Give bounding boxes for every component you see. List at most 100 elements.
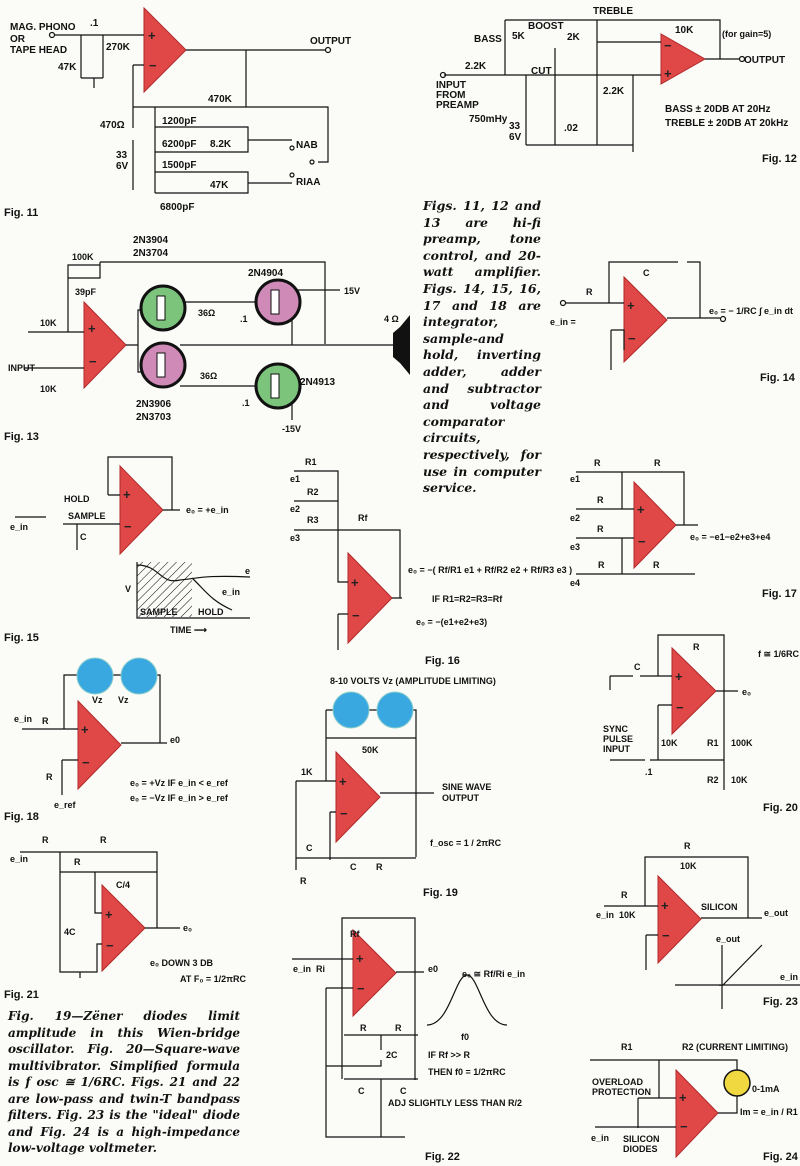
fig11-r47k: 47K [58,62,77,73]
svg-text:+: + [148,28,156,43]
fig12-boost: BOOST [528,21,564,32]
fig15-graph-time: TIME ⟶ [170,625,207,635]
opamp [83,300,127,390]
fig19-note: 8-10 VOLTS Vz (AMPLITUDE LIMITING) [330,676,496,686]
fig17-r-2: R [654,458,661,468]
svg-text:−: − [82,755,90,770]
fig11-input-label: MAG. PHONO [10,22,76,33]
fig20-sync-2: PULSE [603,734,633,744]
fig14-integrator: +− R C e_in = e₀ = − 1/RC ∫ e_in dt Fig.… [550,261,796,384]
fig11-r470: 470Ω [100,120,125,131]
fig13-r36a: 36Ω [198,308,215,318]
fig19-output-2: OUTPUT [442,793,480,803]
fig18-caption: Fig. 18 [4,811,39,823]
fig13-r36b: 36Ω [200,371,217,381]
fig17-caption: Fig. 17 [762,588,797,600]
fig17-e2: e2 [570,513,580,523]
opamp [77,699,122,791]
fig16-r1: R1 [305,457,317,467]
fig22-r-2: R [395,1023,402,1033]
fig19-c-2: C [350,862,357,872]
fig17-r-6: R [653,560,660,570]
fig22-cond2: THEN f0 = 1/2πRC [428,1067,506,1077]
fig12-gain-note: (for gain=5) [722,29,771,39]
fig17-formula: e₀ = −e1−e2+e3+e4 [690,532,770,542]
fig16-r2: R2 [307,487,319,497]
fig22-c-2: C [400,1086,407,1096]
fig12-output: OUTPUT [744,55,785,66]
fig17-r-1: R [594,458,601,468]
fig20-r: R [693,642,700,652]
fig22-eo: e0 [428,964,438,974]
fig11-preamp: +− MAG. PHONO OR TAPE HEAD .1 47K 270K O… [4,6,351,219]
fig15-graph-ein: e_in [222,587,240,597]
svg-text:+: + [664,66,672,81]
fig20-r100k: 100K [731,738,753,748]
fig23-r10k-2: 10K [619,910,636,920]
svg-text:−: − [340,806,348,821]
fig12-r2k: 2K [567,32,581,43]
svg-text:−: − [680,1119,688,1134]
fig20-sync-3: INPUT [603,744,631,754]
fig16-r3: R3 [307,515,319,525]
bottom-caption: Fig. 19—Zëner diodes limit amplitude in … [8,1009,240,1155]
fig13-q2: 2N4904 [248,268,283,279]
fig14-c: C [643,268,650,278]
fig22-ein: e_in [293,964,311,974]
fig20-sync: SYNC [603,724,629,734]
fig17-r-5: R [598,560,605,570]
svg-text:+: + [637,502,645,517]
fig24-diodes: SILICON [623,1134,660,1144]
fig22-adj: ADJ SLIGHTLY LESS THAN R/2 [388,1098,522,1108]
svg-text:−: − [124,519,132,534]
opamp [671,646,717,736]
fig11-r470k: 470K [208,94,233,105]
fig13-q3: 2N3906 [136,399,171,410]
fig21-ein: e_in [10,854,28,864]
opamp [660,33,707,85]
fig18-r-1: R [42,716,49,726]
fig22-ri: Ri [316,964,325,974]
fig12-spec-treble: TREBLE ± 20DB AT 20kHz [665,118,788,129]
fig13-c1a: .1 [240,314,248,324]
fig11-r47k2: 47K [210,180,229,191]
fig11-input-label-2: OR [10,34,26,45]
fig14-ein: e_in = [550,317,576,327]
fig19-r1k: 1K [301,767,313,777]
fig19-r50k: 50K [362,745,379,755]
fig11-riaa: RIAA [296,177,320,188]
fig19-c-1: C [306,843,313,853]
fig17-e4: e4 [570,578,580,588]
fig23-axis-ein: e_in [780,972,798,982]
svg-text:+: + [351,575,359,590]
fig24-overload: OVERLOAD [592,1077,644,1087]
svg-text:−: − [106,938,114,953]
fig16-inverting-adder: +− R1 R2 R3 Rf e1 e2 e3 e₀ = −( Rf/R1 e1… [290,457,572,667]
fig24-caption: Fig. 24 [763,1151,799,1163]
fig12-r5k: 5K [512,31,526,42]
fig13-q1-alt: 2N3704 [133,248,168,259]
opamp [335,750,381,844]
fig22-r-1: R [360,1023,367,1033]
svg-text:+: + [661,898,669,913]
fig12-input-2: FROM [436,90,465,101]
fig12-input: INPUT [436,80,466,91]
fig11-c-in: .1 [90,18,99,29]
fig22-peak: e₀ ≅ Rf/Ri e_in [462,969,525,979]
fig23-ein: e_in [596,910,614,920]
svg-text:+: + [339,774,347,789]
opamp [143,6,187,94]
fig13-input: INPUT [8,363,36,373]
fig21-eo: e₀ [183,923,192,933]
fig22-twin-t: +− Rf Ri e_in e0 R R 2C C C ADJ SLIGHTLY… [292,917,525,1163]
opamp [633,480,677,570]
fig11-c1500: 1500pF [162,160,196,171]
fig22-rf: Rf [350,929,360,939]
fig12-treble: TREBLE [593,6,633,17]
fig24-overload-2: PROTECTION [592,1087,651,1097]
fig20-r2v: 10K [731,775,748,785]
fig15-hold: HOLD [64,494,90,504]
fig15-sample: SAMPLE [68,511,106,521]
svg-text:+: + [81,722,89,737]
